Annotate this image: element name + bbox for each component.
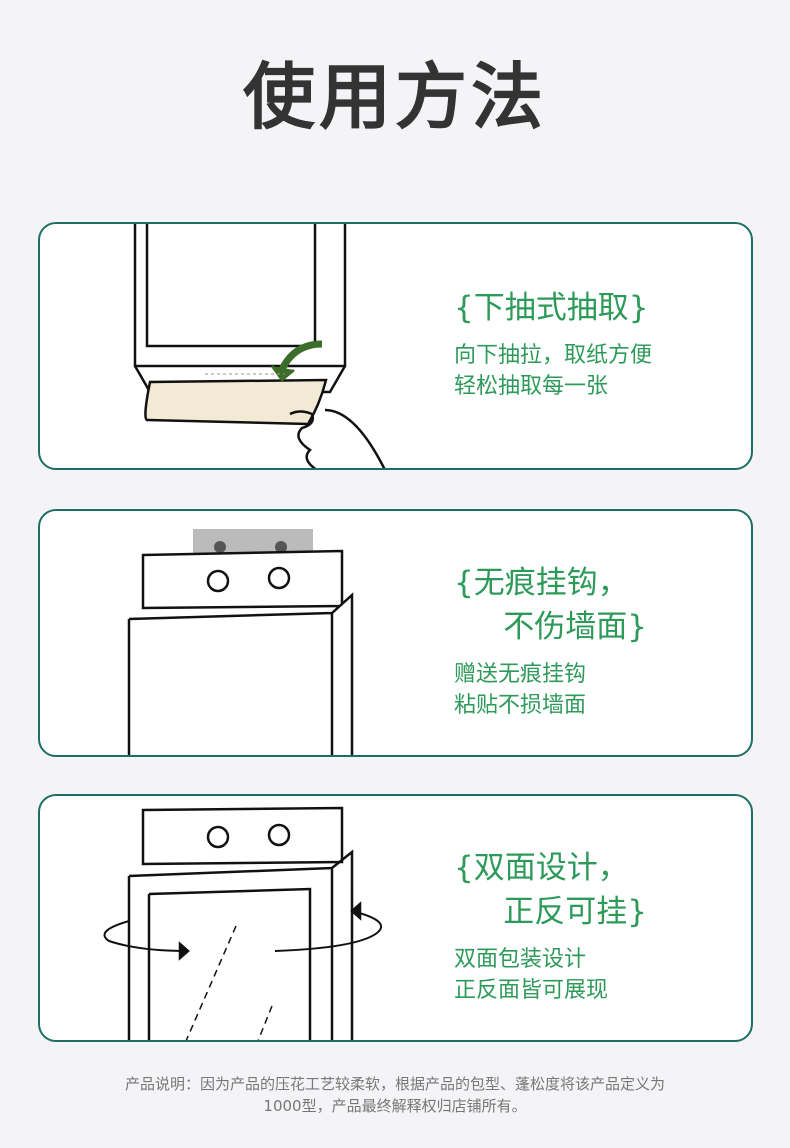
card-line: 赠送无痕挂钩 [454, 662, 587, 687]
card-pull-down: {下抽式抽取} 向下抽拉，取纸方便 轻松抽取每一张 [38, 222, 753, 470]
card-heading: {无痕挂钩， 不伤墙面} [454, 565, 647, 645]
product-note: 产品说明：因为产品的压花工艺较柔软，根据产品的包型、蓬松度将该产品定义为 100… [60, 1073, 730, 1117]
card-text: {无痕挂钩， 不伤墙面} 赠送无痕挂钩 粘贴不损墙面 [454, 561, 647, 721]
card-heading: {下抽式抽取} [454, 290, 649, 326]
card-heading: {双面设计， 正反可挂} [454, 850, 647, 930]
card-double-sided: {双面设计， 正反可挂} 双面包装设计 正反面皆可展现 [38, 794, 753, 1042]
card-line: 轻松抽取每一张 [454, 374, 609, 399]
card-line: 向下抽拉，取纸方便 [454, 343, 653, 368]
card-line: 粘贴不损墙面 [454, 693, 587, 718]
card-line: 双面包装设计 [454, 947, 587, 972]
card-line: 正反面皆可展现 [454, 978, 609, 1003]
card-text: {双面设计， 正反可挂} 双面包装设计 正反面皆可展现 [454, 846, 647, 1006]
pull-down-illustration [133, 224, 386, 468]
product-note-line: 产品说明：因为产品的压花工艺较柔软，根据产品的包型、蓬松度将该产品定义为 [124, 1075, 665, 1093]
hook-illustration [127, 529, 354, 755]
card-hook: {无痕挂钩， 不伤墙面} 赠送无痕挂钩 粘贴不损墙面 [38, 509, 753, 757]
card-text: {下抽式抽取} 向下抽拉，取纸方便 轻松抽取每一张 [454, 286, 652, 402]
double-sided-illustration [103, 806, 383, 1040]
product-note-line: 1000型，产品最终解释权归店铺所有。 [263, 1097, 527, 1115]
page-title: 使用方法 [242, 55, 547, 139]
